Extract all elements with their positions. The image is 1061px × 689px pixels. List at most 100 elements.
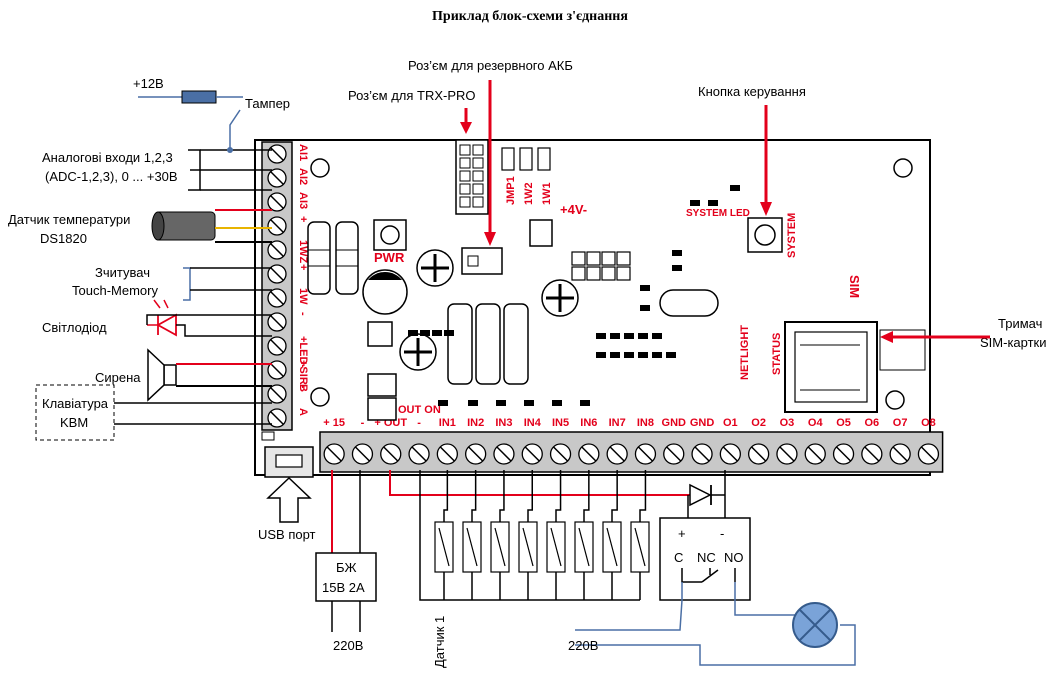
usb-port-label: USB порт <box>258 527 316 542</box>
bottom-terminal-label: O6 <box>865 417 880 429</box>
bottom-terminal-label: + 15 <box>323 417 345 429</box>
left-terminal-label: 1W <box>297 288 309 305</box>
netlight-label: NETLIGHT <box>739 325 751 380</box>
trx-connector-label: Роз’єм для TRX-PRO <box>348 88 476 103</box>
bottom-terminal-label: IN5 <box>552 417 569 429</box>
system-label: SYSTEM <box>786 213 798 258</box>
bottom-terminal-label: GND <box>690 417 715 429</box>
diagram-title: Приклад блок-схеми з'єднання <box>432 9 628 24</box>
jumper-label-1w1: 1W1 <box>541 182 553 205</box>
sim-holder-label-1: Тримач <box>998 316 1042 331</box>
siren-icon <box>147 348 177 402</box>
fuse-pair <box>307 221 359 295</box>
reader-label-1: Зчитувач <box>95 265 150 280</box>
tamper-label: Тампер <box>245 96 290 111</box>
keypad-label-2: KBM <box>60 415 88 430</box>
mount-hole <box>310 387 330 407</box>
out-on-label: OUT ON <box>398 404 441 416</box>
smd-components <box>408 185 740 406</box>
capacitor <box>362 269 408 315</box>
temp-sensor-label-1: Датчик температури <box>8 212 130 227</box>
battery-connector-label: Роз’єм для резервного АКБ <box>408 58 573 73</box>
mount-hole <box>310 158 330 178</box>
bottom-terminal-label: - <box>361 417 365 429</box>
capacitor <box>541 279 579 317</box>
bottom-terminal-label: IN3 <box>495 417 512 429</box>
relay-plus: + <box>678 526 686 541</box>
fuse-group <box>447 303 529 385</box>
bottom-terminal-label: GND <box>662 417 687 429</box>
bottom-terminal-label: O3 <box>780 417 795 429</box>
bottom-terminal-label: O4 <box>808 417 824 429</box>
relay-nc: NC <box>697 550 716 565</box>
pwr-button[interactable] <box>373 219 407 251</box>
analog-inputs-label-2: (ADC-1,2,3), 0 ... +30В <box>45 169 178 184</box>
mount-hole <box>893 158 913 178</box>
psu-label-2: 15В 2А <box>322 580 365 595</box>
power-supply-box <box>315 552 377 602</box>
keypad-label-1: Клавіатура <box>42 396 109 411</box>
status-label: STATUS <box>771 333 783 375</box>
analog-inputs-label-1: Аналогові входи 1,2,3 <box>42 150 173 165</box>
left-terminal-label: - <box>297 312 309 316</box>
temp-sensor-label-2: DS1820 <box>40 231 87 246</box>
relay-no: NO <box>724 550 744 565</box>
trx-pro-connector <box>455 139 489 215</box>
mount-hole <box>885 390 905 410</box>
left-terminal-label: AI1 <box>297 144 309 161</box>
bottom-terminal-label: IN8 <box>637 417 654 429</box>
psu-label-1: БЖ <box>336 560 357 575</box>
led-icon <box>147 299 177 337</box>
bottom-terminal-label: IN7 <box>609 417 626 429</box>
relay-c: C <box>674 550 683 565</box>
left-terminal-label: 1WZ <box>297 240 309 264</box>
left-terminal-label: + <box>297 264 309 270</box>
bottom-terminal-label: O2 <box>751 417 766 429</box>
ic-chip <box>529 219 553 247</box>
bottom-terminal-block <box>319 431 944 473</box>
mains-label-left: 220В <box>333 638 363 653</box>
sensor1-label: Датчик 1 <box>432 616 447 668</box>
temp-sensor-icon <box>151 211 216 241</box>
crystal <box>659 289 719 317</box>
keypad-box <box>35 384 115 441</box>
capacitor <box>416 249 454 287</box>
system-button[interactable] <box>747 217 783 253</box>
siren-label: Сирена <box>95 370 141 385</box>
control-button-label: Кнопка керування <box>698 84 806 99</box>
bottom-terminal-label: IN2 <box>467 417 484 429</box>
jumper-block <box>501 147 551 171</box>
plus12-label: +12В <box>133 76 164 91</box>
tamper-resistor <box>181 90 217 104</box>
bottom-terminal-label: O7 <box>893 417 908 429</box>
v4-label: +4V- <box>560 202 587 217</box>
jumper-label-1w2: 1W2 <box>523 182 535 205</box>
sim-label: SIM <box>847 275 862 298</box>
bottom-terminal-label: IN6 <box>580 417 597 429</box>
bottom-terminal-label: O8 <box>921 417 936 429</box>
sim-card-holder <box>784 321 878 413</box>
usb-connector[interactable] <box>264 446 314 478</box>
lamp-icon <box>792 602 838 648</box>
left-terminal-label: +SIR- <box>297 360 309 389</box>
bottom-terminal-label: O5 <box>836 417 851 429</box>
left-terminal-label: +LED- <box>297 336 309 368</box>
led-label: Світлодіод <box>42 320 107 335</box>
usb-port-arrow <box>266 476 312 523</box>
relay-minus: - <box>720 526 724 541</box>
out-connector <box>367 397 397 421</box>
ic-chip <box>367 321 393 347</box>
diode-icon <box>689 483 712 507</box>
mains-label-right: 220В <box>568 638 598 653</box>
jumper-label-jmp1: JMP1 <box>505 176 517 205</box>
system-led-label: SYSTEM LED <box>686 208 750 219</box>
sim-holder-label-2: SIM-картки <box>980 335 1047 350</box>
left-terminal-label: + <box>297 216 309 222</box>
left-terminal-label: AI2 <box>297 168 309 185</box>
bottom-terminal-label: O1 <box>723 417 738 429</box>
out-connector <box>367 373 397 397</box>
left-terminal-label: AI3 <box>297 192 309 209</box>
reader-label-2: Touch-Memory <box>72 283 158 298</box>
bottom-terminal-label: IN1 <box>439 417 456 429</box>
